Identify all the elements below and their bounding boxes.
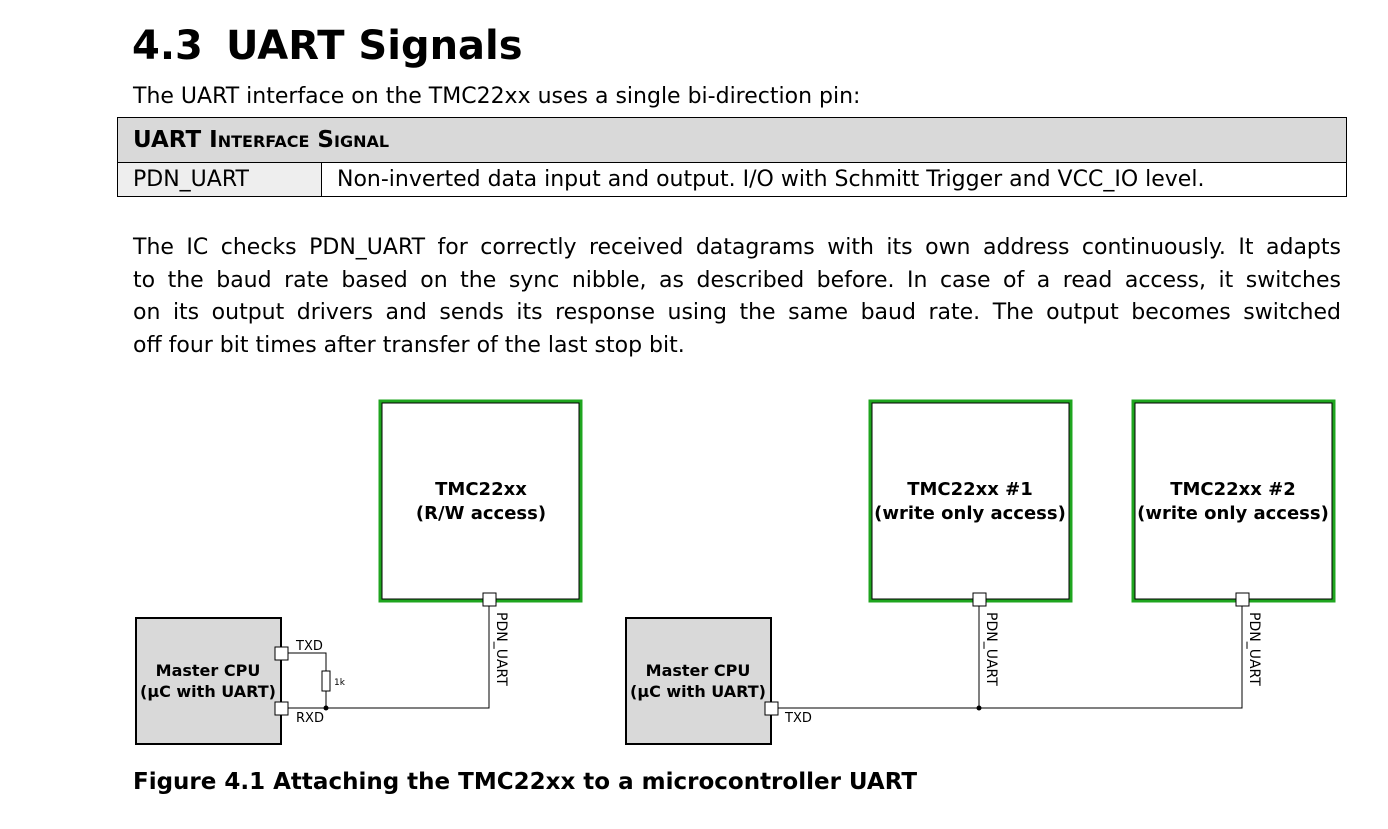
paragraph-line: The IC checks PDN_UART for correctly rec… — [133, 235, 1341, 260]
paragraph-line: on its output drivers and sends its resp… — [133, 300, 1341, 325]
txd-label-right: TXD — [784, 711, 812, 726]
master-cpu-right-label: Master CPU — [646, 661, 751, 680]
resistor-label: 1k — [334, 678, 346, 688]
signal-name-cell: PDN_UART — [117, 162, 322, 197]
pdn-uart-pin-1 — [972, 592, 987, 607]
junction-dot-left — [323, 705, 329, 711]
master-cpu-left-sublabel: (µC with UART) — [140, 682, 276, 701]
tmc-chip-rw — [378, 399, 583, 603]
pdn-uart-pin-2-label: PDN_UART — [1246, 612, 1262, 686]
section-heading: 4.3 UART Signals — [132, 20, 523, 72]
table-row: PDN_UART Non-inverted data input and out… — [117, 162, 1347, 197]
txd-pin-right — [764, 701, 779, 716]
rxd-pin-left — [274, 701, 289, 716]
junction-dot-right — [976, 705, 982, 711]
pdn-uart-pin-2 — [1235, 592, 1250, 607]
body-paragraph: The IC checks PDN_UART for correctly rec… — [133, 232, 1341, 362]
master-cpu-left — [135, 617, 282, 745]
resistor-1k — [321, 670, 331, 692]
tmc-chip-2-label: TMC22xx #2 — [1170, 479, 1296, 500]
pdn-uart-pin — [482, 592, 497, 607]
uart-connection-diagram: TMC22xx (R/W access) PDN_UART Master CPU… — [135, 399, 1336, 745]
tmc-chip-rw-label: TMC22xx — [435, 479, 527, 500]
section-title: UART Signals — [226, 23, 523, 69]
tmc-chip-1 — [868, 399, 1073, 603]
pdn-uart-pin-label: PDN_UART — [493, 612, 509, 686]
intro-text: The UART interface on the TMC22xx uses a… — [133, 84, 861, 109]
master-cpu-right — [625, 617, 772, 745]
master-cpu-left-label: Master CPU — [156, 661, 261, 680]
paragraph-line: to the baud rate based on the sync nibbl… — [133, 267, 1341, 293]
tmc-chip-2 — [1131, 399, 1336, 603]
rxd-label-left: RXD — [296, 711, 324, 726]
tmc-chip-2-sublabel: (write only access) — [1137, 503, 1329, 524]
master-cpu-right-sublabel: (µC with UART) — [630, 682, 766, 701]
uart-signal-table: UART Interface Signal PDN_UART Non-inver… — [117, 117, 1347, 197]
txd-pin-left — [274, 646, 289, 661]
section-number: 4.3 — [132, 23, 203, 69]
tmc-chip-1-label: TMC22xx #1 — [907, 479, 1033, 500]
figure-caption: Figure 4.1 Attaching the TMC22xx to a mi… — [133, 769, 918, 795]
signal-description-cell: Non-inverted data input and output. I/O … — [321, 162, 1347, 197]
table-header-row: UART Interface Signal — [117, 117, 1347, 163]
table-header: UART Interface Signal — [117, 117, 1347, 163]
pdn-uart-pin-1-label: PDN_UART — [983, 612, 999, 686]
paragraph-line: off four bit times after transfer of the… — [133, 332, 685, 358]
tmc-chip-rw-sublabel: (R/W access) — [416, 503, 546, 524]
tmc-chip-1-sublabel: (write only access) — [874, 503, 1066, 524]
txd-label-left: TXD — [295, 639, 323, 654]
